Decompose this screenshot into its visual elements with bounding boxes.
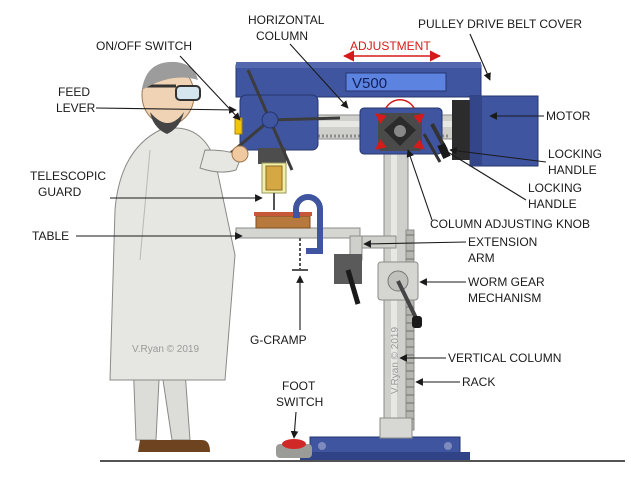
label-horizontal-column-1: HORIZONTAL (248, 13, 325, 27)
watermark-left: V.Ryan © 2019 (132, 344, 199, 355)
leader-lines (76, 33, 547, 439)
label-horizontal-column: HORIZONTAL COLUMN (248, 13, 327, 43)
label-worm-gear-2: MECHANISM (468, 291, 541, 305)
foot-switch-shape (276, 439, 312, 458)
display-text: V500 (352, 75, 387, 92)
label-telescopic-guard: TELESCOPIC GUARD (30, 169, 109, 199)
label-vertical-column: VERTICAL COLUMN (448, 351, 561, 365)
label-motor: MOTOR (546, 109, 591, 123)
watermark-column: V.Ryan © 2019 (390, 327, 401, 394)
label-worm-gear-1: WORM GEAR (468, 275, 545, 289)
label-feed-lever: FEED LEVER (56, 85, 96, 115)
label-on-off-switch: ON/OFF SWITCH (96, 39, 192, 53)
label-locking-handle-1b: HANDLE (548, 163, 597, 177)
label-locking-handle-2a: LOCKING (528, 181, 582, 195)
label-rack: RACK (462, 375, 495, 389)
label-telescopic-guard-1: TELESCOPIC (30, 169, 106, 183)
g-cramp-shape (292, 194, 323, 271)
label-pulley-cover: PULLEY DRIVE BELT COVER (418, 17, 582, 31)
label-table: TABLE (32, 229, 69, 243)
label-foot-switch-2: SWITCH (276, 395, 323, 409)
label-column-adjusting-knob: COLUMN ADJUSTING KNOB (430, 217, 590, 231)
label-locking-handle-1a: LOCKING (548, 147, 602, 161)
label-extension-arm-2: ARM (468, 251, 495, 265)
worm-gear (377, 261, 422, 328)
on-off-switch (234, 117, 243, 135)
label-feed-lever-2: LEVER (56, 101, 96, 115)
label-adjustment: ADJUSTMENT (350, 39, 431, 53)
label-foot-switch: FOOT SWITCH (276, 379, 323, 409)
label-locking-handle-2b: HANDLE (528, 197, 577, 211)
operator (109, 61, 249, 452)
label-locking-handle-2: LOCKING HANDLE (528, 181, 585, 211)
label-telescopic-guard-2: GUARD (38, 185, 82, 199)
base (300, 436, 470, 460)
label-locking-handle-1: LOCKING HANDLE (548, 147, 605, 177)
label-extension-arm-1: EXTENSION (468, 235, 537, 249)
label-feed-lever-1: FEED (58, 85, 90, 99)
knob-red-arrows (375, 113, 425, 150)
label-g-cramp: G-CRAMP (250, 333, 307, 347)
label-worm-gear: WORM GEAR MECHANISM (468, 275, 548, 305)
label-foot-switch-1: FOOT (282, 379, 316, 393)
speed-display: V500 (345, 72, 447, 92)
chuck-guard (261, 162, 287, 210)
label-horizontal-column-2: COLUMN (256, 29, 308, 43)
table-assembly (235, 212, 397, 261)
label-extension-arm: EXTENSION ARM (468, 235, 541, 265)
table-lock-handle (334, 254, 362, 305)
